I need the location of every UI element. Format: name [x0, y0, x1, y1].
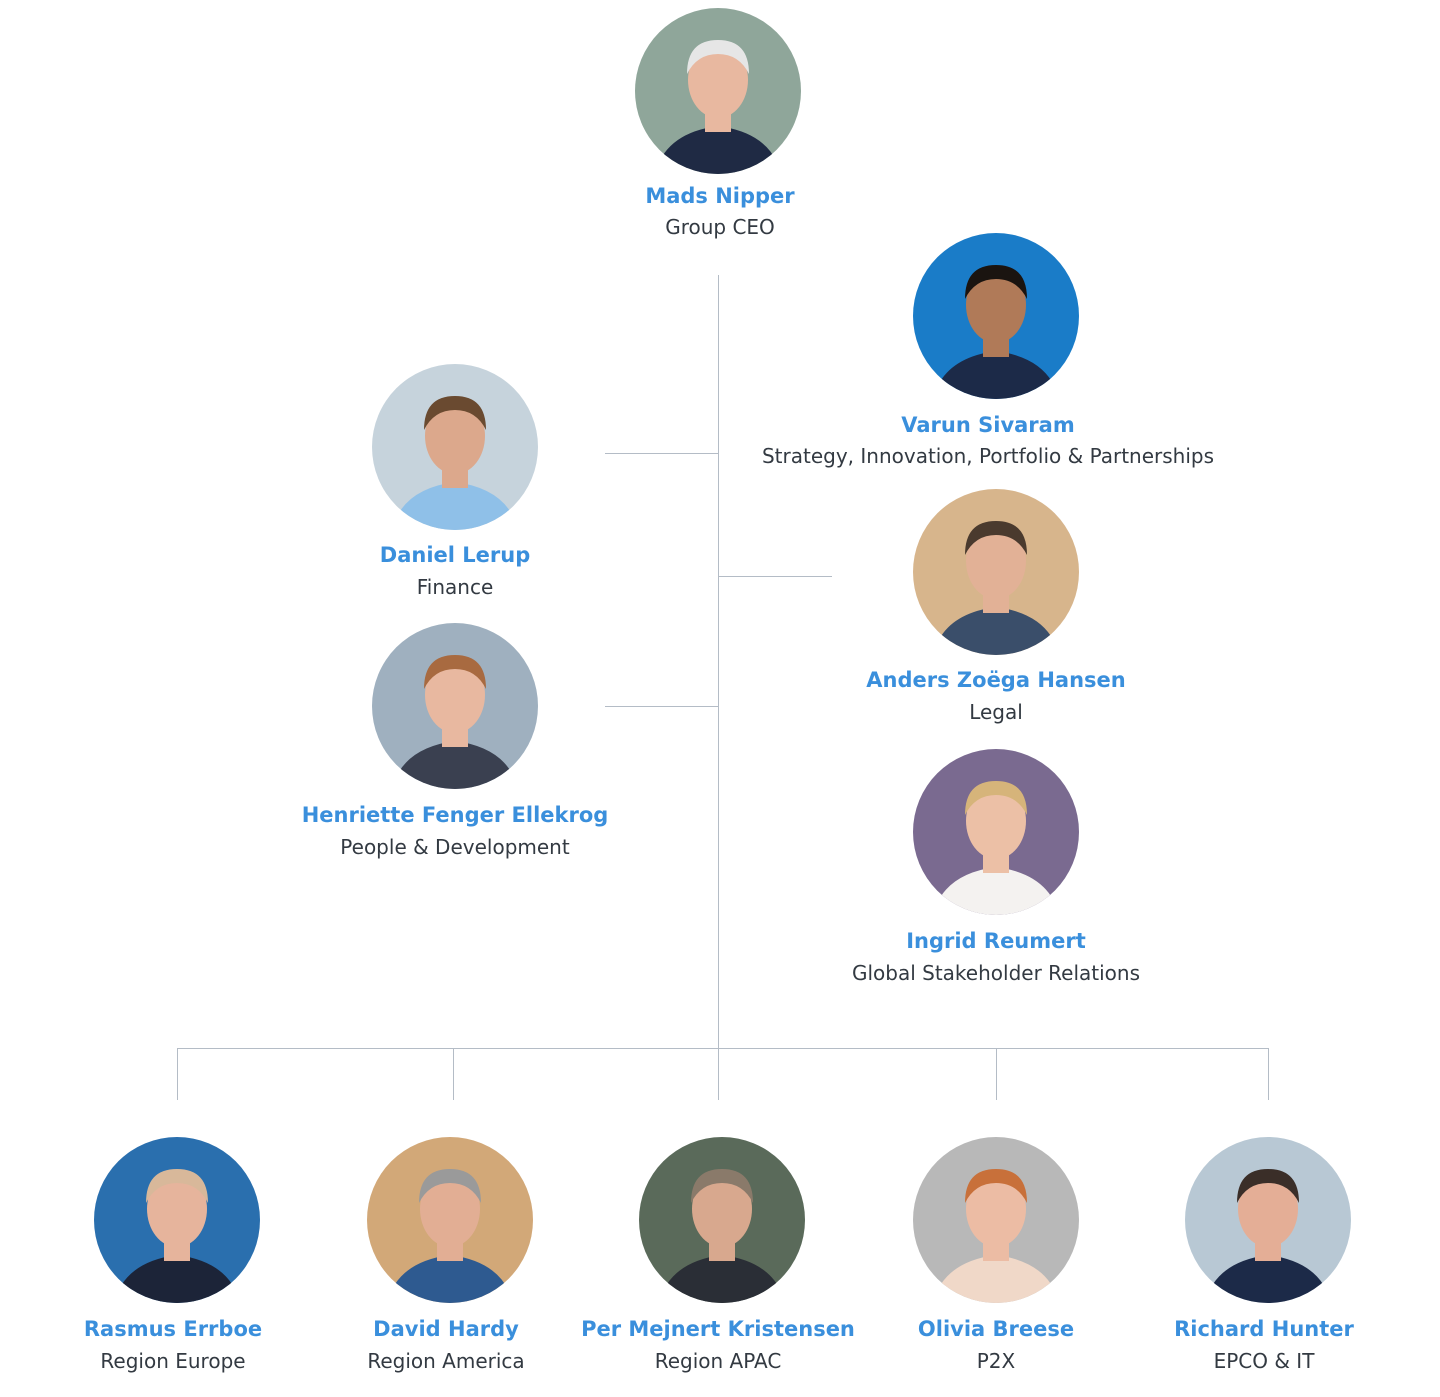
member-name[interactable]: Olivia Breese — [917, 1317, 1075, 1341]
connector-legal — [718, 576, 832, 577]
avatar-photo — [94, 1137, 260, 1303]
connector-trunk — [718, 275, 719, 1100]
avatar-photo — [639, 1137, 805, 1303]
avatar-photo — [913, 1137, 1079, 1303]
avatar-photo — [913, 489, 1079, 655]
member-name[interactable]: Ingrid Reumert — [906, 929, 1086, 953]
member-name[interactable]: Mads Nipper — [645, 184, 795, 208]
avatar-photo — [913, 233, 1079, 399]
member-role: Global Stakeholder Relations — [851, 961, 1141, 985]
member-name[interactable]: Varun Sivaram — [901, 413, 1075, 437]
avatar-photo — [913, 749, 1079, 915]
avatar-photo — [635, 8, 801, 174]
member-role: Group CEO — [665, 215, 775, 239]
connector-finance — [605, 453, 718, 454]
member-name[interactable]: Rasmus Errboe — [83, 1317, 263, 1341]
member-role: Region America — [367, 1349, 525, 1373]
member-name[interactable]: Henriette Fenger Ellekrog — [301, 803, 609, 827]
member-name[interactable]: Richard Hunter — [1174, 1317, 1354, 1341]
member-name[interactable]: Per Mejnert Kristensen — [581, 1317, 855, 1341]
connector-region-europe — [177, 1048, 178, 1100]
connector-regions-bar — [177, 1048, 1269, 1049]
member-role: Region APAC — [654, 1349, 782, 1373]
member-role: People & Development — [340, 835, 570, 859]
member-role: Strategy, Innovation, Portfolio & Partne… — [761, 444, 1215, 468]
connector-epco — [1268, 1048, 1269, 1100]
member-role: Region Europe — [100, 1349, 246, 1373]
avatar-photo — [367, 1137, 533, 1303]
connector-region-america — [453, 1048, 454, 1100]
connector-p2x — [996, 1048, 997, 1100]
avatar-photo — [372, 623, 538, 789]
member-role: Legal — [969, 700, 1023, 724]
member-role: EPCO & IT — [1213, 1349, 1315, 1373]
member-name[interactable]: Daniel Lerup — [379, 543, 531, 567]
avatar-photo — [1185, 1137, 1351, 1303]
avatar-photo — [372, 364, 538, 530]
member-role: P2X — [976, 1349, 1016, 1373]
connector-people — [605, 706, 718, 707]
member-role: Finance — [416, 575, 494, 599]
member-name[interactable]: Anders Zoëga Hansen — [866, 668, 1126, 692]
member-name[interactable]: David Hardy — [373, 1317, 519, 1341]
